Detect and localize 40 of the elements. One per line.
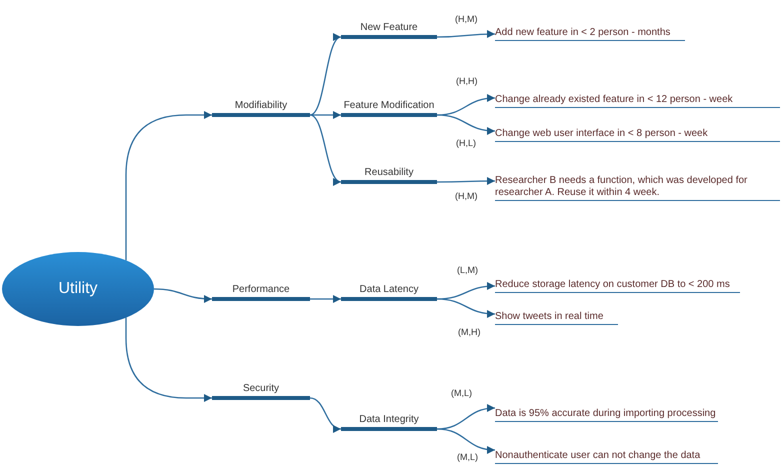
priority-label: (H,H) [456, 76, 478, 87]
branch-label: Data Latency [341, 284, 437, 301]
arrow [310, 114, 342, 183]
scenario-text: Data is 95% accurate during importing processing [495, 408, 718, 422]
priority-label: (H,M) [455, 191, 478, 202]
priority-label: (M,L) [451, 388, 472, 399]
scenario-text: Nonauthenticate user can not change the data [495, 450, 718, 464]
scenario-text: Reduce storage latency on customer DB to < 200 ms [495, 279, 740, 293]
arrow [437, 30, 495, 38]
scenario-text: Change web user interface in < 8 person - week [495, 128, 780, 142]
branch-label: Modifiability [212, 100, 310, 117]
priority-label: (M,L) [457, 452, 478, 463]
priority-label: (M,H) [458, 327, 480, 338]
arrow [437, 177, 495, 186]
arrow [154, 288, 212, 303]
arrow [310, 295, 341, 303]
scenario-text: Add new feature in < 2 person - months [495, 27, 685, 41]
branch-label: Security [212, 383, 310, 400]
branch-label: Performance [212, 284, 310, 301]
priority-label: (L,M) [457, 265, 478, 276]
branch-label: Data Integrity [341, 414, 437, 431]
arrow [310, 36, 342, 116]
priority-label: (H,M) [455, 14, 478, 25]
priority-label: (H,L) [456, 138, 476, 149]
arrow [310, 397, 342, 432]
arrow [436, 428, 496, 454]
arrow [436, 298, 496, 318]
branch-label: New Feature [341, 22, 437, 39]
arrow [436, 404, 496, 430]
root-ellipse: Utility [2, 252, 154, 326]
scenario-text: Researcher B needs a function, which was developed for researcher A. Reuse it within 4 week. [495, 175, 780, 201]
arrow [125, 111, 212, 260]
arrow [436, 114, 496, 135]
branch-label: Reusability [341, 166, 437, 184]
scenario-text: Change already existed feature in < 12 person - week [495, 94, 780, 108]
arrow [310, 111, 341, 119]
branch-label: Feature Modification [341, 86, 437, 117]
arrow [436, 94, 496, 116]
arrow [125, 318, 212, 402]
scenario-text: Show tweets in real time [495, 311, 618, 325]
